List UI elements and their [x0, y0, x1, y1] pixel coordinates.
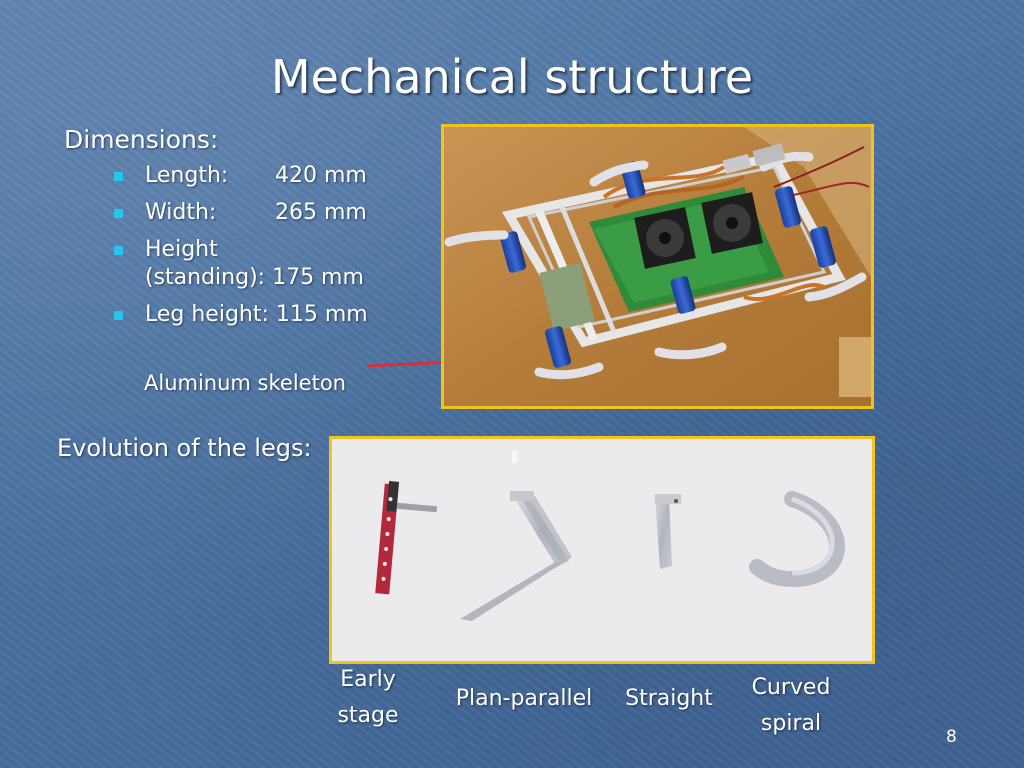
caption-line: Curved: [751, 675, 831, 700]
dimension-label: Width:: [145, 200, 217, 225]
curved-spiral-leg: [749, 491, 845, 588]
early-leg: [375, 480, 438, 595]
caption-line: stage: [337, 703, 399, 728]
dimension-label: Height: [145, 237, 218, 262]
dimensions-heading: Dimensions:: [64, 125, 219, 154]
caption-early-stage: Early stage: [330, 662, 406, 734]
dimension-label: Length:: [145, 163, 229, 188]
page-number: 8: [946, 727, 957, 747]
bullet-square-icon: [114, 172, 123, 181]
evolution-heading: Evolution of the legs:: [57, 434, 312, 462]
bullet-square-icon: [114, 246, 123, 255]
slide-title: Mechanical structure: [270, 50, 754, 104]
caption-line: Early: [340, 667, 396, 692]
caption-straight: Straight: [625, 686, 713, 711]
legs-photo: [329, 436, 875, 664]
straight-leg: [655, 494, 681, 569]
dimension-label-line2: (standing): 175 mm: [145, 265, 364, 290]
caption-plan-parallel: Plan-parallel: [455, 686, 593, 711]
dimension-value: 265 mm: [275, 200, 367, 225]
skeleton-caption: Aluminum skeleton: [144, 371, 346, 395]
bullet-square-icon: [114, 209, 123, 218]
dimension-label: Leg height: 115 mm: [145, 302, 368, 327]
dimension-value: 420 mm: [275, 163, 367, 188]
caption-line: spiral: [760, 711, 822, 736]
plan-parallel-leg: [460, 491, 572, 621]
caption-curved-spiral: Curved spiral: [745, 670, 837, 742]
robot-photo: [441, 124, 874, 409]
bullet-square-icon: [114, 311, 123, 320]
